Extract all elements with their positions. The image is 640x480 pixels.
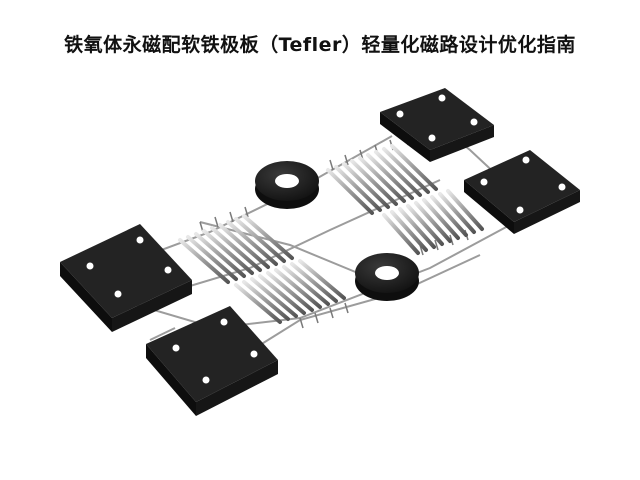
ferrite-ring-upper [255, 161, 319, 209]
rod-bundle-lower [234, 259, 346, 324]
rod-bundle-left [178, 214, 294, 284]
rod-bundle-right [382, 189, 484, 255]
pole-plate-bottom [146, 306, 278, 416]
pole-plate-top-right [380, 88, 494, 162]
page-title: 铁氧体永磁配软铁极板（Tefler）轻量化磁路设计优化指南 [64, 34, 576, 56]
ferrite-ring-lower [355, 253, 419, 301]
pole-plate-left [60, 224, 192, 332]
rod-bundle-upper [326, 144, 438, 215]
pole-plate-right [464, 150, 580, 234]
